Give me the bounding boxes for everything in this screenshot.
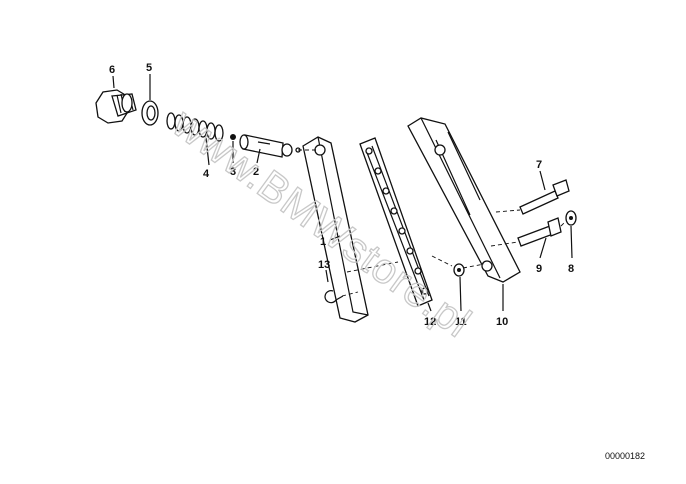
part-13-circlip xyxy=(324,290,344,304)
part-7-bolt xyxy=(519,179,570,215)
part-9-bolt xyxy=(517,217,562,247)
callout-12: 12 xyxy=(424,316,436,328)
part-5-seal-ring xyxy=(141,100,159,126)
callout-8: 8 xyxy=(568,263,574,275)
part-10-guide-rail xyxy=(407,117,521,283)
callout-2: 2 xyxy=(253,166,259,178)
part-8-washer xyxy=(565,210,577,226)
part-6-hex-plug xyxy=(95,89,137,124)
part-2-piston xyxy=(239,134,301,158)
document-number: 00000182 xyxy=(605,451,645,461)
part-4-spring xyxy=(166,112,224,142)
callout-10: 10 xyxy=(496,316,508,328)
part-11-washer xyxy=(453,263,465,277)
callout-11: 11 xyxy=(455,316,467,328)
part-3-ball xyxy=(230,134,236,140)
part-1-tensioner-rail xyxy=(302,136,369,323)
callout-9: 9 xyxy=(536,263,542,275)
callout-3: 3 xyxy=(230,166,236,178)
callout-7: 7 xyxy=(536,159,542,171)
callout-4: 4 xyxy=(203,168,210,180)
callout-5: 5 xyxy=(146,62,152,74)
callout-1: 1 xyxy=(320,236,326,248)
callout-13: 13 xyxy=(318,259,330,271)
part-12-timing-chain xyxy=(359,137,433,307)
leader-lines xyxy=(112,74,573,312)
callout-6: 6 xyxy=(109,64,115,76)
